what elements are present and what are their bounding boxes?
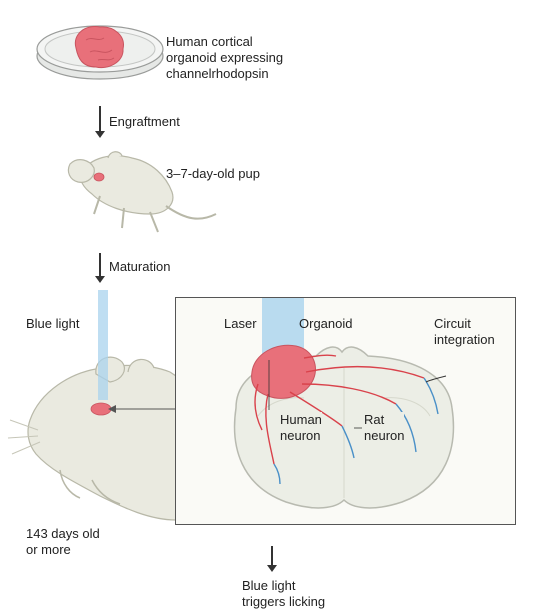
- rat-age-label: 143 days old or more: [26, 526, 100, 557]
- rat-pup-illustration: [67, 151, 217, 233]
- outcome-arrow: [267, 546, 277, 572]
- rat-axons: [273, 377, 439, 485]
- organoid-description: Human cortical organoid expressing chann…: [166, 34, 284, 81]
- blue-light-label: Blue light: [26, 316, 80, 331]
- maturation-label: Maturation: [109, 259, 171, 274]
- brain-section-inset: Laser Organoid Circuit integration Human…: [175, 297, 516, 525]
- engraftment-arrow: [95, 106, 105, 138]
- rat-neuron-label: Rat neuron: [364, 412, 405, 444]
- outcome-label: Blue light triggers licking: [242, 578, 326, 609]
- circuit-integration-label: Circuit integration: [434, 316, 495, 347]
- human-neuron-label: Human neuron: [280, 412, 322, 444]
- engraftment-label: Engraftment: [109, 114, 180, 129]
- organoid-label: Organoid: [299, 316, 353, 331]
- laser-label: Laser: [224, 316, 257, 331]
- brain-section-diagram: [233, 298, 455, 509]
- pup-age-label: 3–7-day-old pup: [166, 166, 260, 181]
- organoid-in-dish: [74, 25, 124, 69]
- maturation-arrow: [95, 253, 105, 283]
- petri-dish: [36, 25, 164, 80]
- human-axons: [254, 354, 425, 465]
